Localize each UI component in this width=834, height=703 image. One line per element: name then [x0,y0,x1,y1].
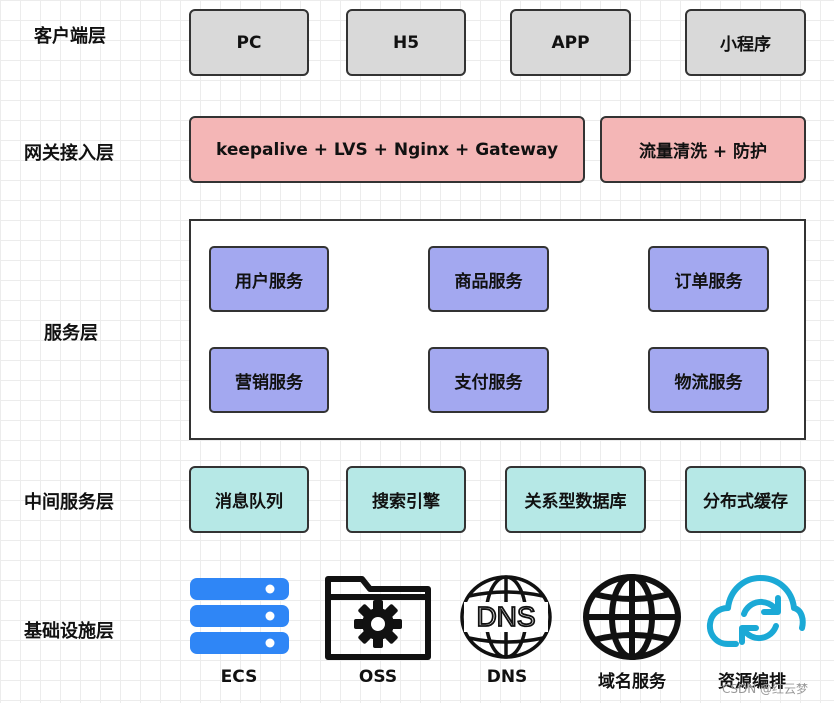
dns-globe-icon: DNS [460,575,552,659]
infra-label-domain: 域名服务 [598,672,666,692]
sync-cloud-icon [706,575,806,647]
folder-gear-icon [325,576,431,660]
svg-text:DNS: DNS [476,601,535,632]
service-user-box: 用户服务 [209,246,329,312]
infra-label-dns: DNS [486,667,528,687]
gateway-main-box: keepalive + LVS + Nginx + Gateway [189,116,585,183]
client-pc-box: PC [189,9,309,76]
service-order-box: 订单服务 [648,246,769,312]
middleware-mq-box: 消息队列 [189,466,309,533]
middleware-search-box: 搜索引擎 [346,466,466,533]
server-stack-icon [190,578,289,654]
service-marketing-box: 营销服务 [209,347,329,413]
layer-label-gateway: 网关接入层 [24,143,114,164]
infra-label-ecs: ECS [220,667,258,687]
client-h5-box: H5 [346,9,466,76]
service-payment-box: 支付服务 [428,347,549,413]
client-app-box: APP [510,9,631,76]
gateway-protection-box: 流量清洗 + 防护 [600,116,806,183]
infra-label-oss: OSS [358,667,398,687]
service-product-box: 商品服务 [428,246,549,312]
layer-label-service: 服务层 [44,323,98,344]
csdn-watermark: CSDN @红云梦 [722,682,809,696]
client-mini-program-box: 小程序 [685,9,806,76]
globe-icon [583,574,681,660]
service-logistics-box: 物流服务 [648,347,769,413]
layer-label-middleware: 中间服务层 [24,492,114,513]
middleware-cache-box: 分布式缓存 [685,466,806,533]
middleware-rdb-box: 关系型数据库 [505,466,646,533]
infra-label-orchestration: 资源编排 [718,672,786,692]
layer-label-client: 客户端层 [34,26,106,47]
layer-label-infrastructure: 基础设施层 [24,621,114,642]
